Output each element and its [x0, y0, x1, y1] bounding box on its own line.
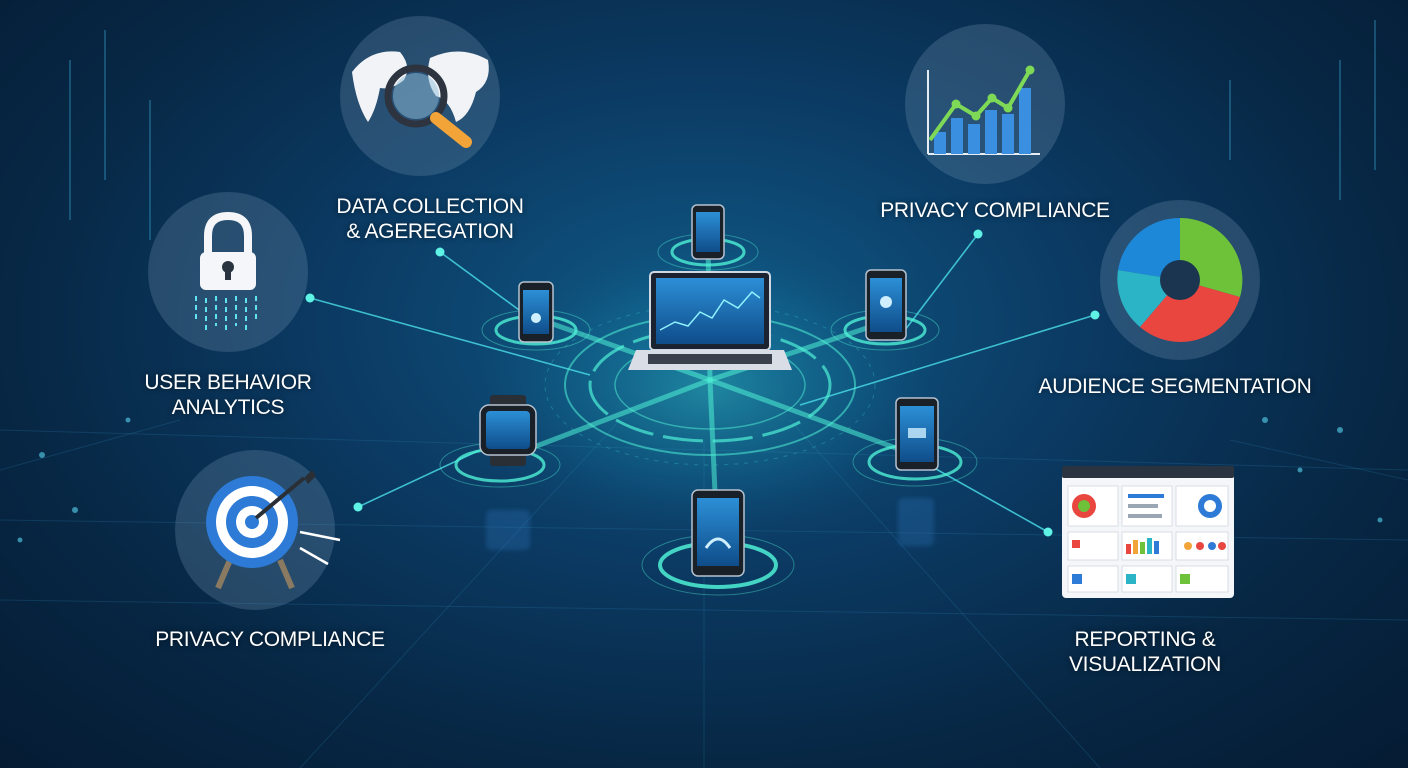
phone-icon-left [518, 281, 554, 343]
label-privacy-compliance-bottom-line1: PRIVACY COMPLIANCE [155, 628, 385, 651]
connector-dots [305, 229, 1100, 537]
label-data-collection-line2: & AGEREGATION [346, 220, 514, 243]
label-audience-segmentation-line1: AUDIENCE SEGMENTATION [1038, 375, 1312, 398]
label-data-collection: DATA COLLECTION & AGEREGATION [320, 194, 540, 244]
phone-icon-lower-right [895, 397, 939, 471]
label-user-behavior: USER BEHAVIOR ANALYTICS [128, 370, 328, 420]
label-audience-segmentation: AUDIENCE SEGMENTATION [1020, 374, 1330, 399]
label-reporting-line2: VISUALIZATION [1068, 653, 1222, 676]
phone-icon-top [691, 204, 725, 260]
label-user-behavior-line1: USER BEHAVIOR [144, 371, 312, 394]
phone-icon-right [865, 269, 907, 341]
phone-icon-bottom [691, 489, 745, 577]
padlock-icon [148, 192, 308, 352]
donut-pie-chart-icon [1100, 200, 1260, 360]
label-privacy-compliance-top: PRIVACY COMPLIANCE [860, 198, 1130, 223]
dashboard-report-icon [1062, 466, 1234, 598]
connector-lines [309, 233, 1096, 533]
label-privacy-compliance-top-line1: PRIVACY COMPLIANCE [880, 199, 1110, 222]
bar-line-chart-icon [905, 24, 1065, 184]
label-user-behavior-line2: ANALYTICS [171, 396, 285, 419]
label-data-collection-line1: DATA COLLECTION [336, 195, 524, 218]
smartwatch-icon [479, 395, 537, 466]
target-arrow-icon [175, 450, 341, 610]
laptop-icon [628, 271, 792, 370]
background-nodes [17, 417, 1383, 543]
globe-magnifier-icon [340, 16, 500, 176]
label-reporting-line1: REPORTING & [1074, 628, 1216, 651]
label-reporting: REPORTING & VISUALIZATION [1040, 627, 1250, 677]
label-privacy-compliance-bottom: PRIVACY COMPLIANCE [140, 627, 400, 652]
binary-streaks [69, 20, 1376, 240]
reflections [486, 498, 934, 550]
